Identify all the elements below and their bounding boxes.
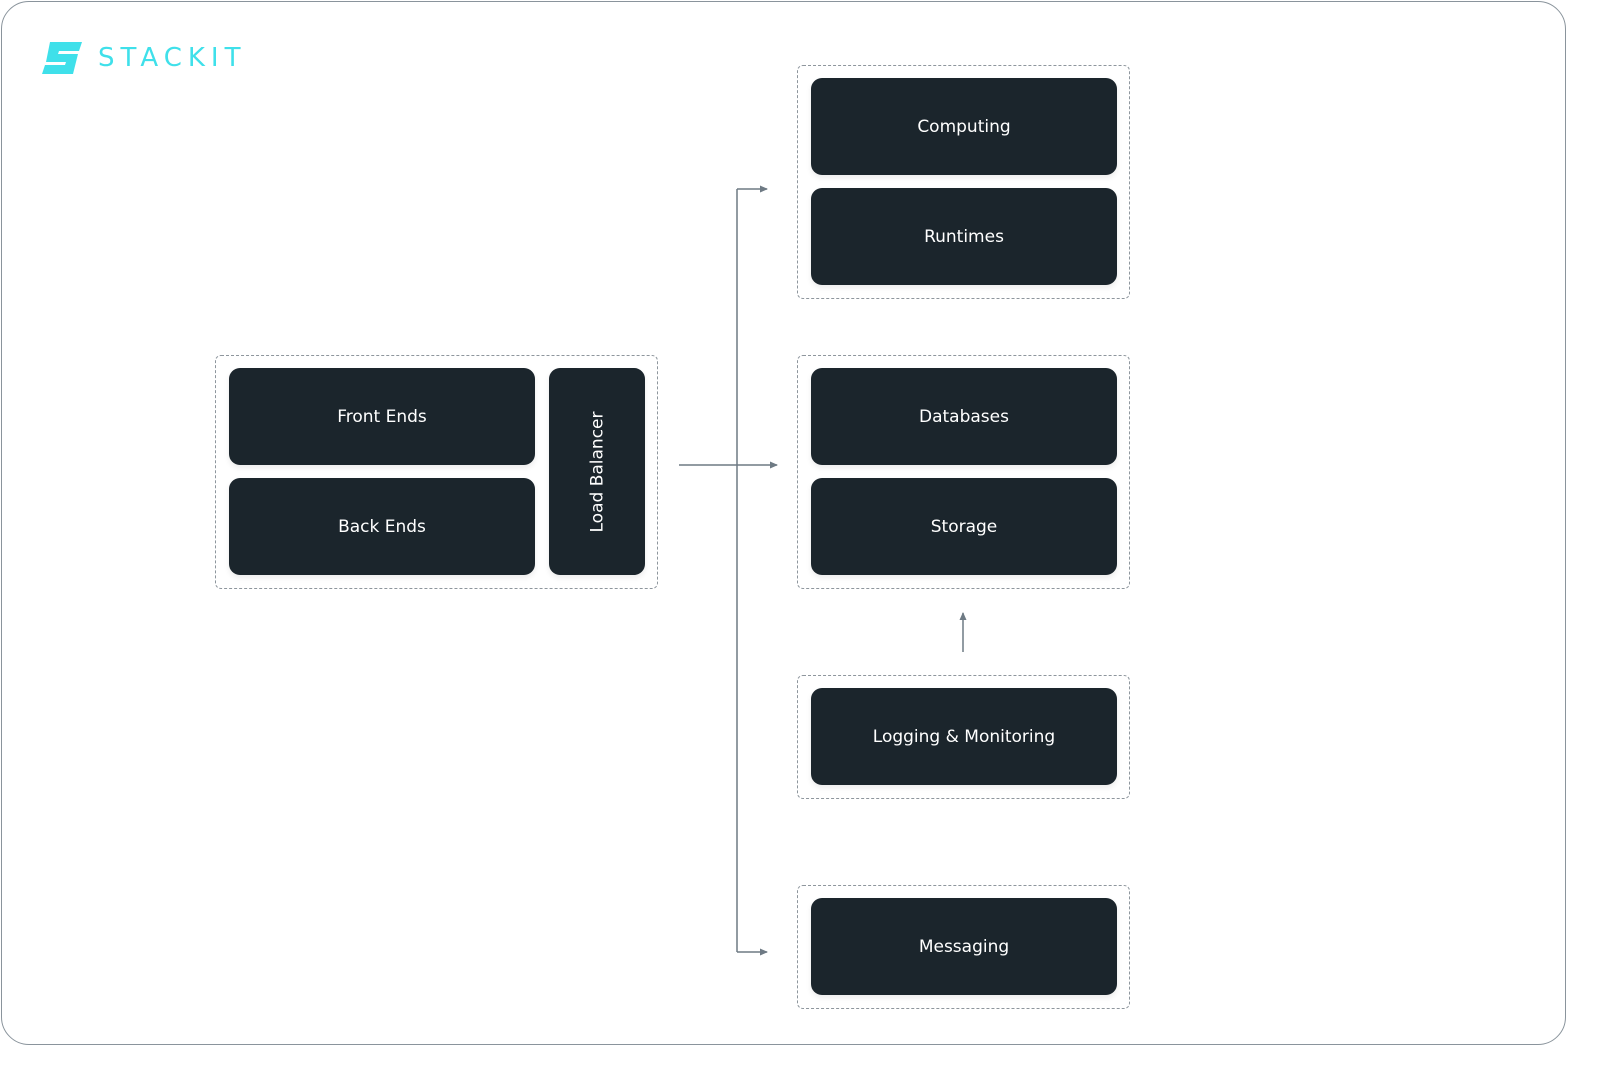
messaging-node: Messaging bbox=[811, 898, 1117, 995]
observability-group bbox=[797, 675, 1130, 799]
back-ends-node: Back Ends bbox=[229, 478, 535, 575]
back-ends-label: Back Ends bbox=[338, 516, 426, 537]
databases-label: Databases bbox=[919, 406, 1009, 427]
load-balancer-label: Load Balancer bbox=[587, 411, 608, 532]
logging-monitoring-label: Logging & Monitoring bbox=[872, 726, 1056, 747]
compute-group bbox=[797, 65, 1130, 299]
databases-node: Databases bbox=[811, 368, 1117, 465]
front-ends-label: Front Ends bbox=[337, 406, 427, 427]
storage-node: Storage bbox=[811, 478, 1117, 575]
load-balancer-node: Load Balancer bbox=[549, 368, 645, 575]
logging-monitoring-node: Logging & Monitoring bbox=[811, 688, 1117, 785]
stackit-logo: STACKIT bbox=[42, 42, 246, 74]
data-group bbox=[797, 355, 1130, 589]
computing-node: Computing bbox=[811, 78, 1117, 175]
storage-label: Storage bbox=[930, 516, 998, 537]
messaging-group bbox=[797, 885, 1130, 1009]
application-group bbox=[215, 355, 658, 589]
computing-label: Computing bbox=[917, 116, 1011, 137]
stackit-logo-icon bbox=[42, 42, 82, 74]
runtimes-label: Runtimes bbox=[924, 226, 1004, 247]
runtimes-node: Runtimes bbox=[811, 188, 1117, 285]
messaging-label: Messaging bbox=[918, 936, 1010, 957]
brand-name: STACKIT bbox=[98, 43, 247, 73]
front-ends-node: Front Ends bbox=[229, 368, 535, 465]
